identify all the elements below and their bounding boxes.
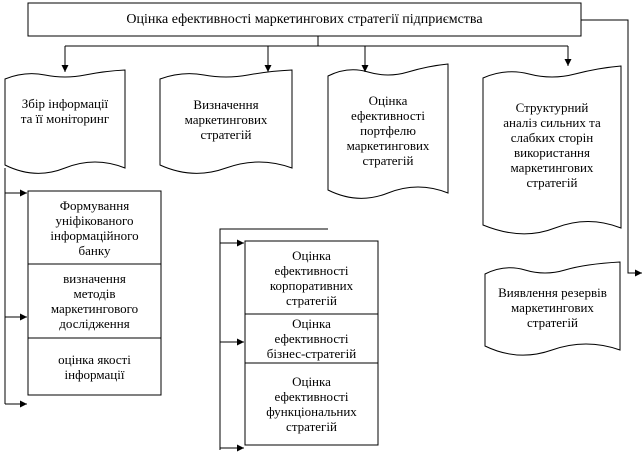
info-subitems-box: [27, 190, 162, 396]
portfolio-subitems-box: [244, 240, 379, 446]
strategy-definition-shape: [159, 69, 293, 174]
diagram-title: Оцінка ефективності маркетингових страте…: [126, 11, 483, 27]
portfolio-subitem: Оцінка ефективності бізнес-стратегій: [266, 316, 357, 361]
reserves-shape: [484, 261, 621, 356]
node-strategy-definition: Визначення маркетингових стратегій: [184, 96, 268, 142]
swot-analysis-shape: [482, 65, 622, 235]
node-reserves: Виявлення резервів маркетингових стратег…: [498, 284, 607, 330]
node-info-collection: Збір інформації та її моніторинг: [20, 96, 110, 126]
node-portfolio-evaluation: Оцінка ефективності портфелю маркетингов…: [346, 92, 430, 168]
portfolio-bracket: [219, 228, 328, 450]
portfolio-evaluation-shape: [327, 63, 449, 199]
arrow-to-reserves: [581, 19, 642, 277]
info-subitem: визначення методів маркетингового дослід…: [50, 271, 139, 331]
info-subitem: Формування уніфікованого інформаційного …: [50, 197, 139, 258]
portfolio-subitem: Оцінка ефективності корпоративних страте…: [269, 247, 354, 308]
info-collection-shape: [4, 69, 126, 174]
info-subitem: оцінка якості інформації: [58, 351, 131, 382]
portfolio-subitem: Оцінка ефективності функціональних страт…: [266, 374, 357, 434]
node-swot-analysis: Структурний аналіз сильних та слабких ст…: [503, 100, 601, 190]
